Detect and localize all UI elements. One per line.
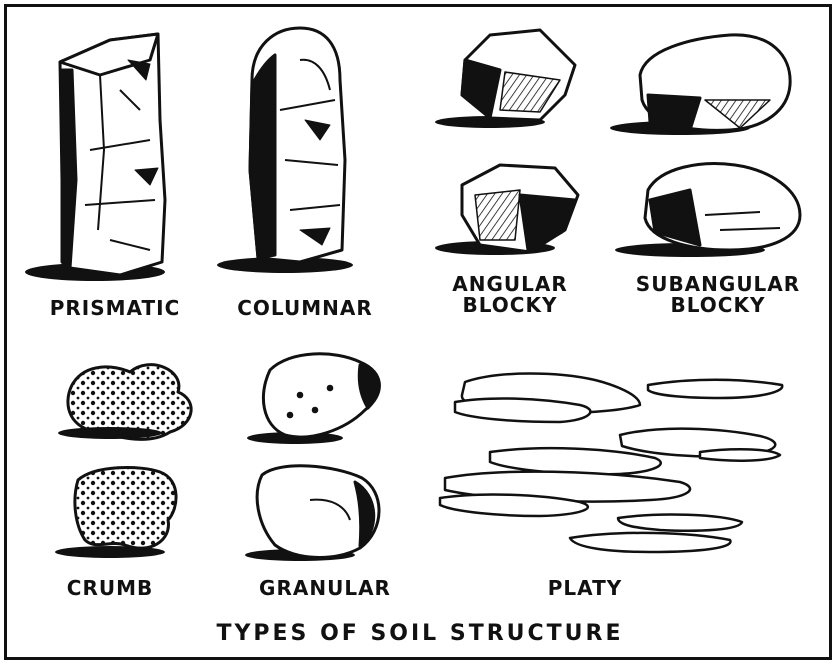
columnar-illustration: [217, 28, 353, 273]
crumb-illustration-1: [58, 365, 191, 440]
angular-blocky-illustration-1: [435, 30, 575, 128]
granular-illustration-1: [247, 354, 379, 444]
subangular-blocky-illustration-1: [610, 35, 790, 135]
label-platy: PLATY: [530, 578, 640, 599]
crumb-illustration-2: [55, 467, 176, 558]
diagram-title: TYPES OF SOIL STRUCTURE: [150, 622, 690, 645]
label-angular-line1: ANGULAR: [440, 274, 580, 295]
label-crumb: CRUMB: [50, 578, 170, 599]
platy-illustration: [440, 374, 782, 553]
label-subangular-line1: SUBANGULAR: [628, 274, 808, 295]
label-subangular-blocky: SUBANGULAR BLOCKY: [628, 274, 808, 316]
angular-blocky-illustration-2: [435, 165, 578, 255]
label-columnar: COLUMNAR: [225, 298, 385, 319]
label-angular-blocky: ANGULAR BLOCKY: [440, 274, 580, 316]
granular-illustration-2: [245, 466, 379, 561]
prismatic-illustration: [25, 34, 165, 281]
subangular-blocky-illustration-2: [615, 164, 800, 257]
label-granular: GRANULAR: [245, 578, 405, 599]
label-angular-line2: BLOCKY: [440, 295, 580, 316]
label-subangular-line2: BLOCKY: [628, 295, 808, 316]
label-prismatic: PRISMATIC: [40, 298, 190, 319]
